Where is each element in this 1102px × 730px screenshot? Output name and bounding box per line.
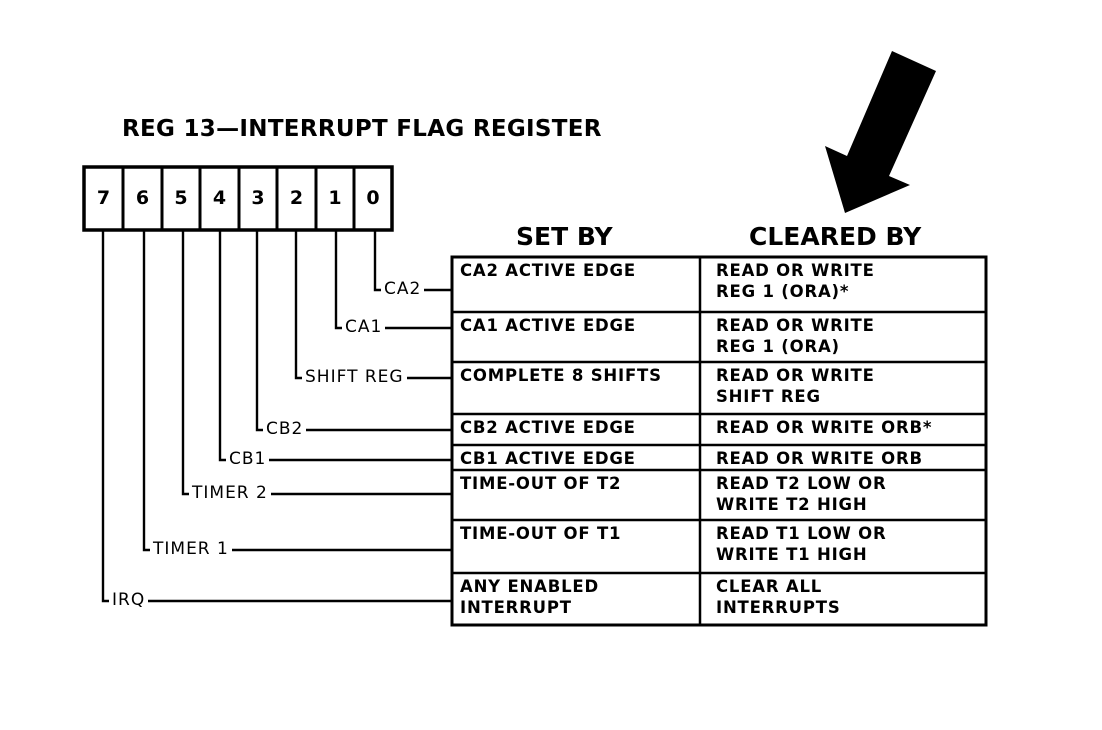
leader-line-bit-6 (142, 231, 452, 552)
leader-line-bit-7 (101, 231, 452, 603)
cleared-by-cell: READ OR WRITE REG 1 (ORA)* (716, 261, 875, 301)
cleared-by-cell: READ OR WRITE ORB (716, 449, 923, 468)
cleared-by-cell: READ OR WRITE SHIFT REG (716, 366, 875, 406)
register-bit-3: 3 (251, 187, 265, 209)
set-by-cell: CA1 ACTIVE EDGE (460, 316, 636, 335)
cleared-by-header: CLEARED BY (749, 222, 922, 251)
flag-label-cb1: CB1 (226, 451, 270, 468)
flag-label-timer-1: TIMER 1 (150, 541, 232, 558)
flag-label-timer-2: TIMER 2 (189, 485, 271, 502)
leader-line-bit-1 (334, 231, 452, 330)
flag-label-ca2: CA2 (381, 281, 425, 298)
register-bit-4: 4 (212, 187, 227, 209)
leader-line-bit-4 (218, 231, 452, 462)
register-bit-1: 1 (328, 187, 342, 209)
diagram-title: REG 13—INTERRUPT FLAG REGISTER (122, 116, 602, 142)
set-by-cell: CB2 ACTIVE EDGE (460, 418, 636, 437)
flag-label-ca1: CA1 (342, 319, 386, 336)
leader-line-bit-0 (373, 231, 452, 292)
register-bit-7: 7 (96, 187, 111, 209)
cleared-by-cell: READ T2 LOW OR WRITE T2 HIGH (716, 474, 887, 514)
flag-label-cb2: CB2 (263, 421, 307, 438)
set-by-cell: TIME-OUT OF T1 (460, 524, 622, 543)
register-bit-0: 0 (366, 187, 380, 209)
register-bit-5: 5 (174, 187, 188, 209)
flag-label-irq: IRQ (109, 592, 149, 609)
leader-line-bit-3 (255, 231, 452, 432)
cleared-by-cell: CLEAR ALL INTERRUPTS (716, 577, 841, 617)
cleared-by-cell: READ OR WRITE ORB* (716, 418, 933, 437)
cleared-by-cell: READ OR WRITE REG 1 (ORA) (716, 316, 875, 356)
set-by-cell: ANY ENABLED INTERRUPT (460, 577, 599, 617)
set-by-cell: CB1 ACTIVE EDGE (460, 449, 636, 468)
register-cell-dividers (121, 167, 356, 230)
set-by-cell: CA2 ACTIVE EDGE (460, 261, 636, 280)
table-border (450, 255, 988, 627)
register-bit-6: 6 (135, 187, 150, 209)
register-bit-2: 2 (289, 187, 304, 209)
flag-label-shift-reg: SHIFT REG (302, 369, 407, 386)
set-by-cell: TIME-OUT OF T2 (460, 474, 622, 493)
cleared-by-cell: READ T1 LOW OR WRITE T1 HIGH (716, 524, 887, 564)
arrow-down-left-icon (825, 51, 936, 213)
table-row-dividers (452, 310, 986, 575)
leader-line-bit-5 (181, 231, 452, 496)
set-by-header: SET BY (516, 222, 613, 251)
set-by-cell: COMPLETE 8 SHIFTS (460, 366, 662, 385)
